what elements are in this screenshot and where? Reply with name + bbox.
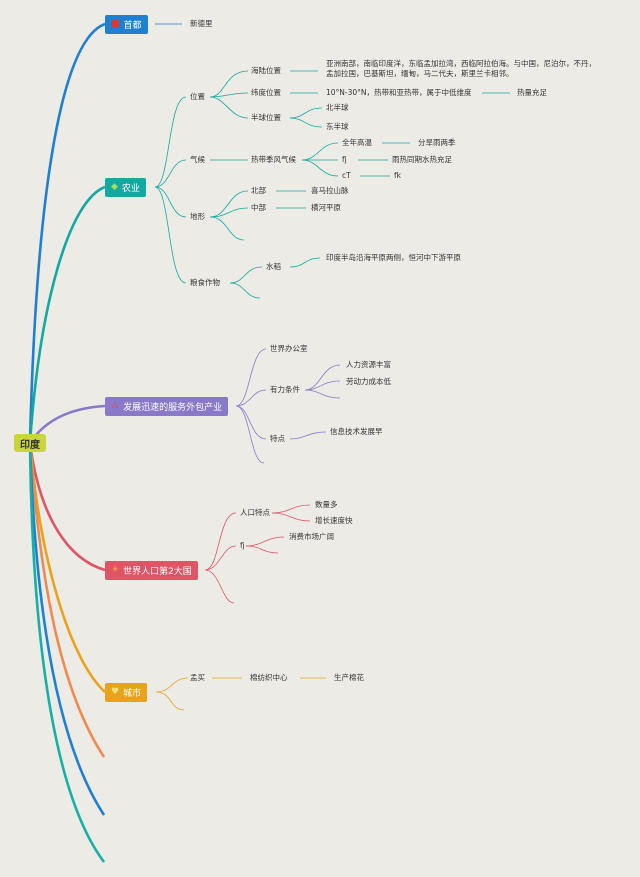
terrain-node[interactable]: 地形 bbox=[190, 212, 205, 221]
climate-type-node[interactable]: 热带季风气候 bbox=[251, 155, 296, 164]
topic-agriculture[interactable]: ◆ 农业 bbox=[105, 178, 146, 197]
climate-item-hot[interactable]: 全年高温 bbox=[342, 138, 372, 147]
branch-population bbox=[28, 442, 106, 572]
topic-city-label: 城市 bbox=[123, 689, 142, 699]
climate-item-fj[interactable]: fj bbox=[342, 155, 347, 164]
topic-service-outsourcing[interactable]: ♨ 发展迅速的服务外包产业 bbox=[105, 397, 229, 416]
service-feature-it[interactable]: 信息技术发展早 bbox=[330, 427, 383, 436]
population-traits-node[interactable]: 人口特点 bbox=[240, 508, 270, 517]
topic-agriculture-label: 农业 bbox=[121, 184, 140, 194]
crop-rice-node[interactable]: 水稻 bbox=[266, 262, 281, 271]
latitude-position-node[interactable]: 纬度位置 bbox=[251, 88, 281, 97]
population-trait-large[interactable]: 数量多 bbox=[315, 500, 338, 509]
terrain-north-detail[interactable]: 喜马拉山脉 bbox=[311, 186, 349, 195]
topic-city[interactable]: ♥ 城市 bbox=[105, 683, 148, 702]
root-label: 印度 bbox=[20, 439, 40, 451]
service-world-office[interactable]: 世界办公室 bbox=[270, 344, 308, 353]
terrain-middle-detail[interactable]: 横河平原 bbox=[311, 203, 341, 212]
gem-icon: ◆ bbox=[111, 182, 118, 192]
population-consumer-market[interactable]: 消费市场广阔 bbox=[289, 532, 334, 541]
topic-service-label: 发展迅速的服务外包产业 bbox=[123, 403, 223, 413]
service-conditions-node[interactable]: 有力条件 bbox=[270, 385, 300, 394]
population-trait-fast-growth[interactable]: 增长速度快 bbox=[315, 516, 353, 525]
branch-extra-teal bbox=[28, 442, 106, 863]
climate-item-ct[interactable]: cT bbox=[342, 171, 351, 180]
service-condition-human-resources[interactable]: 人力资源丰富 bbox=[346, 360, 391, 369]
topic-capital[interactable]: ■ 首都 bbox=[105, 15, 148, 34]
hemisphere-east[interactable]: 东半球 bbox=[326, 122, 349, 131]
heart-icon: ♥ bbox=[111, 687, 120, 697]
service-condition-low-cost[interactable]: 劳动力成本低 bbox=[346, 377, 391, 386]
climate-item-hot-detail[interactable]: 分旱雨两季 bbox=[418, 138, 456, 147]
city-mumbai-cotton[interactable]: 生产棉花 bbox=[334, 673, 364, 682]
red-square-icon: ■ bbox=[111, 19, 120, 29]
climate-node[interactable]: 气候 bbox=[190, 155, 205, 164]
population-fj-node[interactable]: fj bbox=[240, 541, 245, 550]
crops-node[interactable]: 粮食作物 bbox=[190, 278, 220, 287]
fire-icon: ♨ bbox=[111, 401, 120, 411]
branch-extra-blue bbox=[28, 442, 106, 816]
topic-population[interactable]: ☀ 世界人口第2大国 bbox=[105, 561, 198, 580]
city-mumbai[interactable]: 孟买 bbox=[190, 673, 205, 682]
sea-land-position-text[interactable]: 亚洲南部，南临印度洋，东临孟加拉湾，西临阿拉伯海。与中国，尼泊尔，不丹，孟加拉国… bbox=[326, 59, 596, 78]
branch-capital bbox=[28, 22, 106, 444]
terrain-north[interactable]: 北部 bbox=[251, 186, 266, 195]
latitude-result[interactable]: 热量充足 bbox=[517, 88, 547, 97]
root-node-india[interactable]: 印度 bbox=[14, 434, 46, 452]
sea-land-position-node[interactable]: 海陆位置 bbox=[251, 66, 281, 75]
terrain-middle[interactable]: 中部 bbox=[251, 203, 266, 212]
branch-extra-orange bbox=[28, 442, 106, 758]
location-node[interactable]: 位置 bbox=[190, 92, 205, 101]
topic-population-label: 世界人口第2大国 bbox=[123, 567, 192, 577]
branch-agriculture bbox=[28, 185, 106, 444]
service-features-node[interactable]: 特点 bbox=[270, 434, 285, 443]
capital-new-delhi[interactable]: 新德里 bbox=[190, 19, 213, 28]
topic-capital-label: 首都 bbox=[123, 21, 142, 31]
latitude-position-text[interactable]: 10°N-30°N，热带和亚热带，属于中低维度 bbox=[326, 88, 472, 97]
hemisphere-north[interactable]: 北半球 bbox=[326, 103, 349, 112]
climate-item-ct-detail[interactable]: fk bbox=[394, 171, 401, 180]
sun-icon: ☀ bbox=[111, 565, 120, 575]
city-mumbai-textile-center[interactable]: 棉纺织中心 bbox=[250, 673, 288, 682]
crop-rice-detail[interactable]: 印度半岛沿海平原两侧，恒河中下游平原 bbox=[326, 253, 461, 262]
hemisphere-position-node[interactable]: 半球位置 bbox=[251, 113, 281, 122]
climate-item-fj-detail[interactable]: 雨热同期水热充足 bbox=[392, 155, 452, 164]
